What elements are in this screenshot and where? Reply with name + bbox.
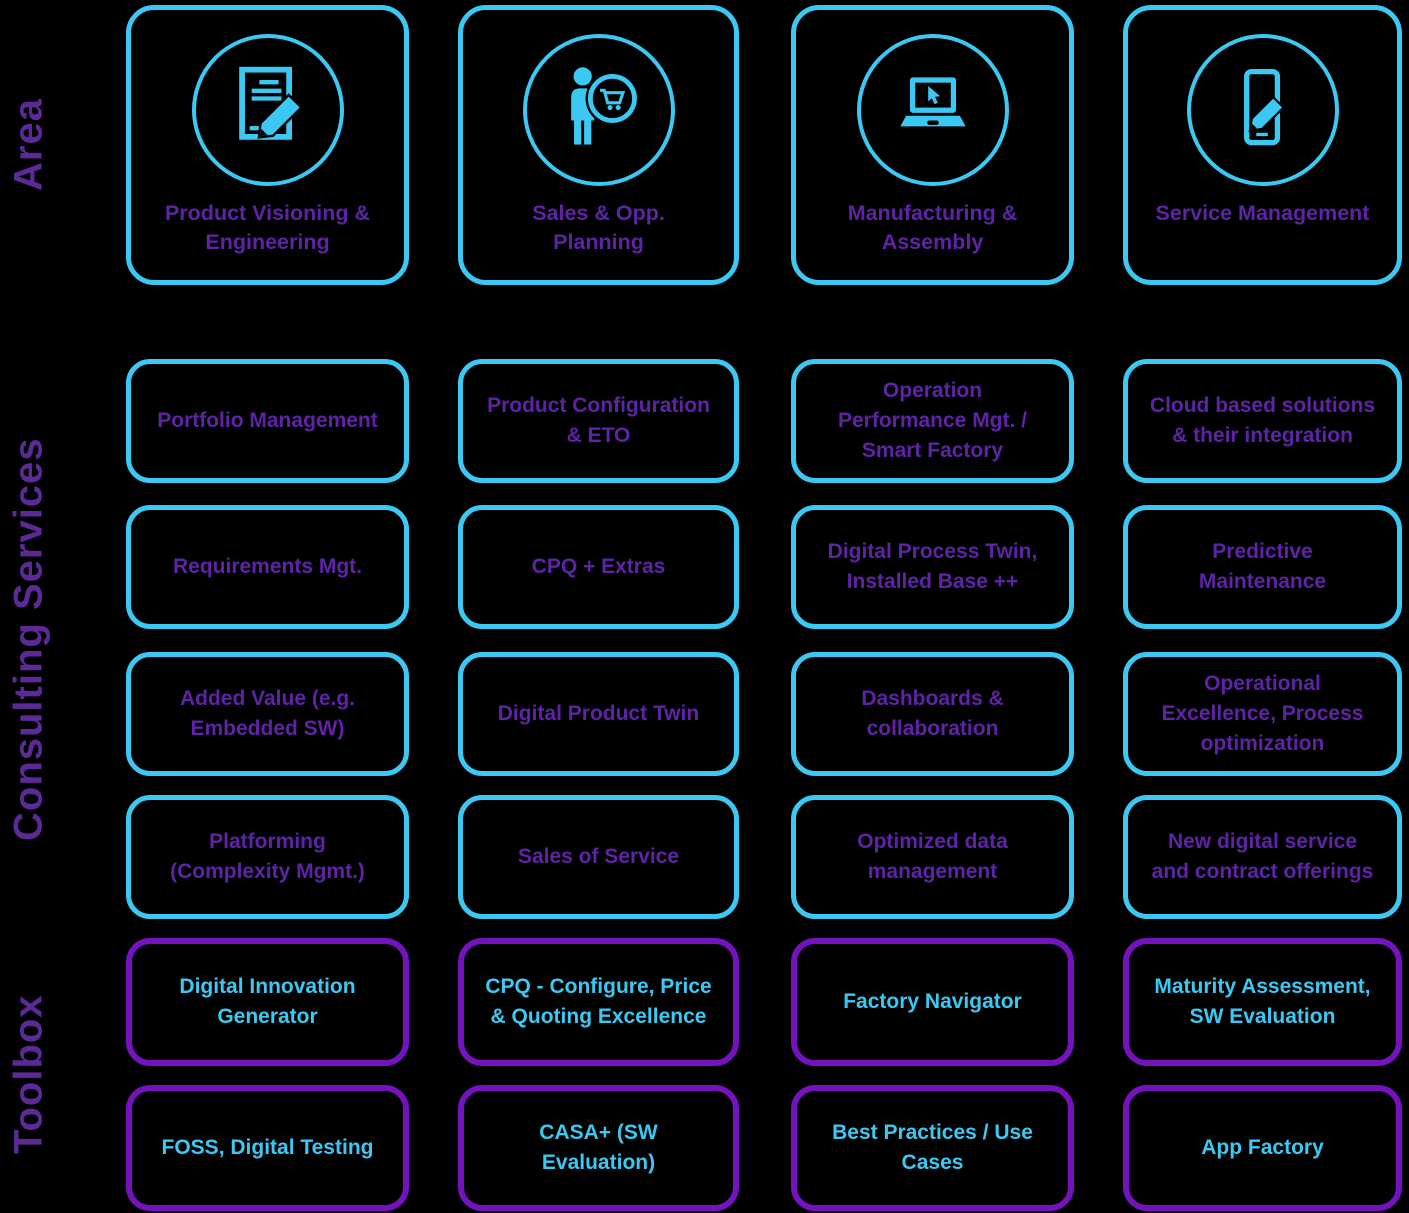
cell-factory-navigator: Factory Navigator	[791, 938, 1074, 1066]
cell-app-factory: App Factory	[1123, 1085, 1402, 1211]
cell-sales-of-service: Sales of Service	[458, 795, 739, 919]
area-card-product-visioning: Product Visioning & Engineering	[126, 5, 409, 285]
cell-operation-performance-smart-factory: Operation Performance Mgt. / Smart Facto…	[791, 359, 1074, 483]
cell-maturity-assessment-sw-evaluation: Maturity Assessment, SW Evaluation	[1123, 938, 1402, 1066]
cell-foss-digital-testing: FOSS, Digital Testing	[126, 1085, 409, 1211]
cell-best-practices-use-cases: Best Practices / Use Cases	[791, 1085, 1074, 1211]
icon-circle	[522, 34, 675, 186]
mobile-edit-icon	[1243, 68, 1285, 146]
section-label-toolbox: Toolbox	[6, 994, 51, 1155]
cell-requirements-mgt: Requirements Mgt.	[126, 505, 409, 629]
cell-added-value-embedded-sw: Added Value (e.g. Embedded SW)	[126, 652, 409, 776]
section-label-consulting-services: Consulting Services	[6, 437, 51, 841]
cell-dashboards-collaboration: Dashboards & collaboration	[791, 652, 1074, 776]
cell-product-configuration-eto: Product Configuration & ETO	[458, 359, 739, 483]
cell-cpq-extras: CPQ + Extras	[458, 505, 739, 629]
cell-digital-process-twin: Digital Process Twin, Installed Base ++	[791, 505, 1074, 629]
section-label-area: Area	[6, 98, 51, 192]
icon-circle	[856, 34, 1009, 186]
cell-platforming-complexity-mgmt: Platforming (Complexity Mgmt.)	[126, 795, 409, 919]
area-card-label: Manufacturing & Assembly	[847, 201, 1018, 255]
area-card-label: Sales & Opp. Planning	[532, 201, 665, 255]
area-card-manufacturing-assembly: Manufacturing & Assembly	[791, 5, 1074, 285]
document-edit-icon	[238, 66, 303, 140]
cell-digital-innovation-generator: Digital Innovation Generator	[126, 938, 409, 1066]
cell-casa-sw-evaluation: CASA+ (SW Evaluation)	[458, 1085, 739, 1211]
cell-digital-product-twin: Digital Product Twin	[458, 652, 739, 776]
cell-predictive-maintenance: Predictive Maintenance	[1123, 505, 1402, 629]
area-card-service-management: Service Management	[1123, 5, 1402, 285]
cell-optimized-data-management: Optimized data management	[791, 795, 1074, 919]
cell-cpq-configure-price-quoting: CPQ - Configure, Price & Quoting Excelle…	[458, 938, 739, 1066]
area-card-sales-opp-planning: Sales & Opp. Planning	[458, 5, 739, 285]
salesperson-cart-icon	[570, 67, 639, 145]
cell-cloud-based-solutions: Cloud based solutions & their integratio…	[1123, 359, 1402, 483]
cell-new-digital-service-offerings: New digital service and contract offerin…	[1123, 795, 1402, 919]
icon-circle	[1186, 34, 1339, 186]
icon-circle	[191, 34, 344, 186]
cell-operational-excellence: Operational Excellence, Process optimiza…	[1123, 652, 1402, 776]
laptop-cursor-icon	[899, 77, 966, 127]
cell-portfolio-management: Portfolio Management	[126, 359, 409, 483]
area-card-label: Service Management	[1155, 201, 1370, 225]
area-card-label: Product Visioning & Engineering	[164, 201, 371, 255]
